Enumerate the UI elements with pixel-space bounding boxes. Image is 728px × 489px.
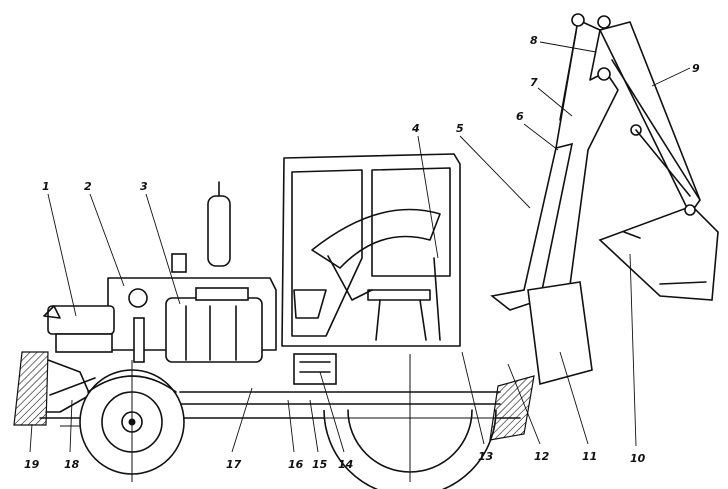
label-9: 9 bbox=[692, 62, 700, 75]
label-12: 12 bbox=[534, 450, 550, 463]
label-5: 5 bbox=[456, 122, 464, 135]
cab bbox=[281, 153, 461, 385]
rear-wheel bbox=[320, 354, 520, 489]
label-13: 13 bbox=[478, 450, 494, 463]
label-18: 18 bbox=[64, 458, 80, 471]
callout-lines bbox=[29, 41, 691, 453]
label-11: 11 bbox=[582, 450, 597, 463]
label-14: 14 bbox=[338, 458, 353, 471]
label-7: 7 bbox=[530, 76, 538, 89]
hydraulic-tank bbox=[165, 181, 263, 363]
label-10: 10 bbox=[630, 452, 646, 465]
label-2: 2 bbox=[84, 180, 92, 193]
label-17: 17 bbox=[226, 458, 242, 471]
label-3: 3 bbox=[140, 180, 148, 193]
outrigger bbox=[489, 281, 593, 441]
label-1: 1 bbox=[42, 180, 50, 193]
label-4: 4 bbox=[411, 122, 420, 135]
label-8: 8 bbox=[530, 34, 538, 47]
front-blade bbox=[13, 351, 96, 426]
label-19: 19 bbox=[24, 458, 40, 471]
backhoe-equipment bbox=[490, 13, 719, 311]
label-15: 15 bbox=[312, 458, 328, 471]
engine-body bbox=[43, 277, 277, 363]
callout-numbers: 1 2 3 4 5 6 7 8 9 10 11 12 13 14 15 16 1… bbox=[24, 34, 700, 471]
label-6: 6 bbox=[516, 110, 524, 123]
front-wheel bbox=[79, 360, 185, 482]
label-16: 16 bbox=[288, 458, 304, 471]
